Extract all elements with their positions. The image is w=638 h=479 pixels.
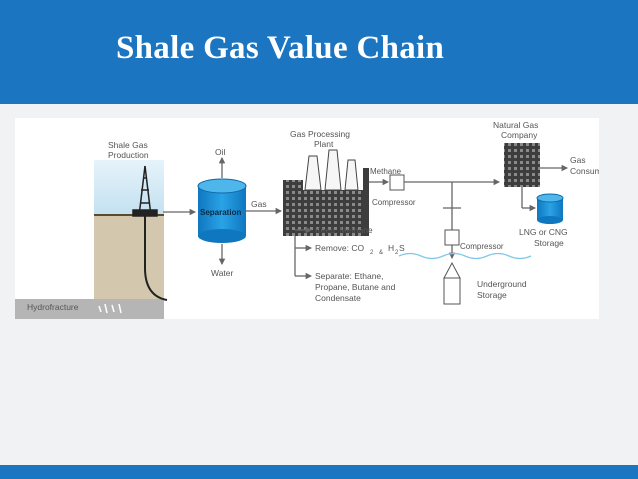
- compressor-top-icon: [389, 174, 405, 191]
- label-keep-methane: Keep: Methane: [315, 225, 373, 235]
- label-natural-gas-2: Company: [501, 130, 538, 140]
- label-gas-consumers-2: Consumers: [570, 166, 599, 176]
- label-lng-1: LNG or CNG: [519, 227, 568, 237]
- gas-processing-plant: [283, 149, 369, 236]
- slide-title: Shale Gas Value Chain: [116, 30, 445, 66]
- remove-sub-1: 2: [370, 250, 374, 256]
- label-natural-gas-1: Natural Gas: [493, 120, 538, 130]
- label-remove: Remove: CO 2 & H 2 S: [315, 243, 405, 256]
- label-hydrofracture: Hydrofracture: [27, 302, 79, 312]
- lng-cng-tank: [536, 193, 564, 224]
- remove-h: H: [388, 243, 394, 253]
- separation-tank: Separation: [197, 178, 247, 243]
- remove-sub-2: 2: [395, 250, 399, 256]
- well-bore: [144, 216, 168, 301]
- label-water: Water: [211, 268, 234, 278]
- water-surface: [398, 252, 532, 260]
- label-separate-3: Condensate: [315, 293, 361, 303]
- label-gas: Gas: [251, 199, 267, 209]
- label-separate-2: Propane, Butane and: [315, 282, 396, 292]
- bottom-bar: [0, 465, 638, 479]
- remove-s: S: [399, 243, 405, 253]
- remove-text: Remove: CO: [315, 243, 365, 253]
- shale-layer: [15, 299, 164, 319]
- label-lng-2: Storage: [534, 238, 564, 248]
- drilling-rig-icon: [132, 165, 158, 217]
- label-oil: Oil: [215, 147, 226, 157]
- ground-area: [94, 215, 164, 299]
- label-gas-consumers-1: Gas: [570, 155, 586, 165]
- value-chain-diagram: Shale Gas Production Hydrofracture Separ…: [15, 118, 599, 319]
- label-shale-gas-2: Production: [108, 150, 149, 160]
- label-underground-2: Storage: [477, 290, 507, 300]
- label-separation: Separation: [200, 208, 241, 217]
- label-compressor-bottom: Compressor: [460, 242, 504, 251]
- compressor-bottom-icon: [444, 229, 460, 246]
- fracture-marks: [98, 303, 122, 314]
- natural-gas-company-building: [504, 143, 540, 187]
- diagram-canvas: Shale Gas Production Hydrofracture Separ…: [15, 120, 599, 319]
- label-separate-1: Separate: Ethane,: [315, 271, 384, 281]
- label-underground-1: Underground: [477, 279, 527, 289]
- label-compressor-top: Compressor: [372, 198, 416, 207]
- title-bar: Shale Gas Value Chain: [0, 0, 638, 104]
- label-shale-gas-1: Shale Gas: [108, 140, 148, 150]
- storage-cap: [443, 261, 461, 279]
- underground-storage-icon: [443, 277, 461, 305]
- label-methane: Methane: [370, 167, 402, 176]
- label-gas-processing-1: Gas Processing: [290, 129, 350, 139]
- label-gas-processing-2: Plant: [314, 139, 334, 149]
- sky-area: [94, 160, 164, 215]
- remove-amp: &: [379, 250, 383, 256]
